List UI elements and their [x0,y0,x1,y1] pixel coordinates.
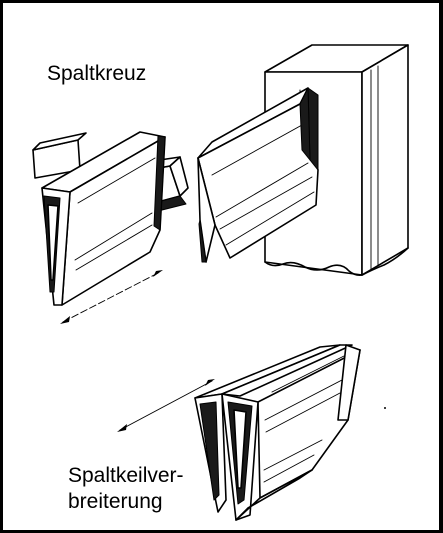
label-spaltkreuz: Spaltkreuz [47,62,147,85]
direction-arrow-upper [60,270,163,324]
speck-mark [384,407,386,409]
label-spaltkeil-line2: breiterung [68,490,163,513]
direction-arrow-lower [117,379,215,432]
column-blade [197,87,319,263]
cross-wedge [32,131,189,306]
widening-wedge [194,344,361,521]
label-spaltkeil-line1: Spaltkeilver- [68,464,184,487]
